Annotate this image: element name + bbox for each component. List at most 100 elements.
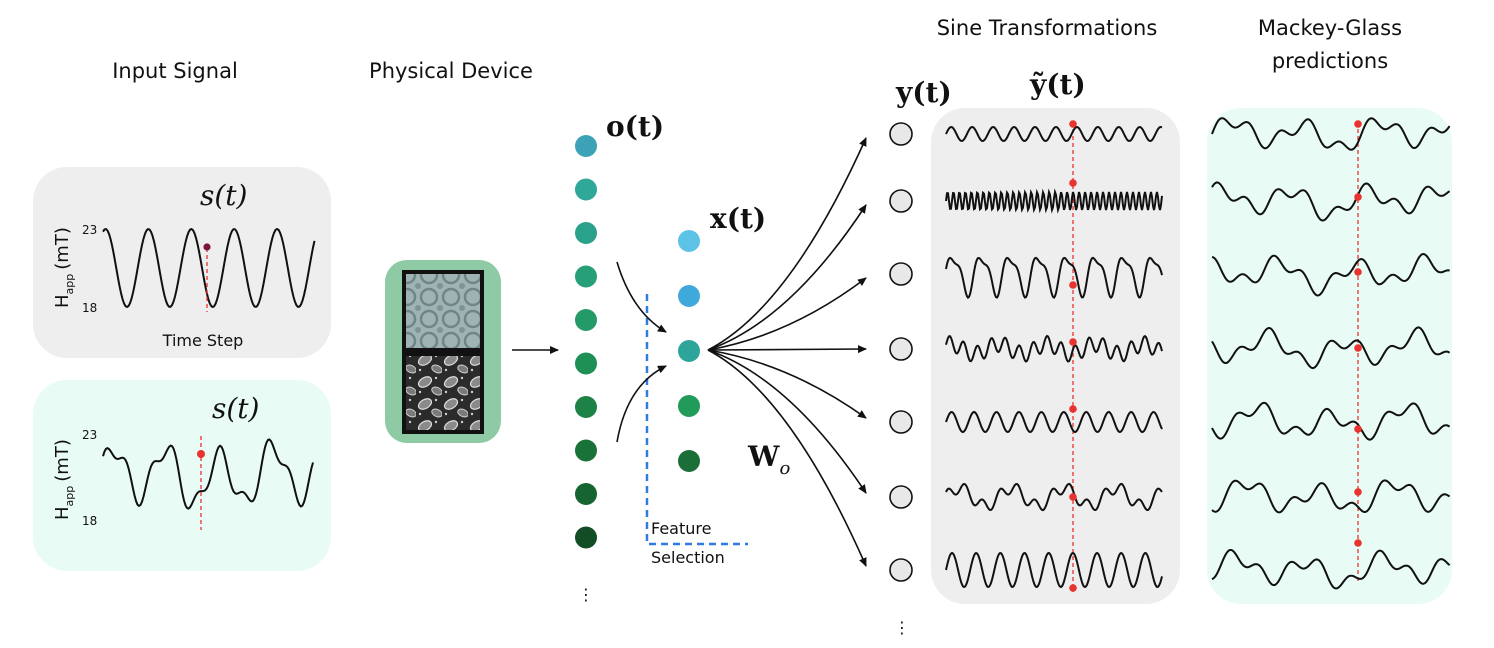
sine-sample-dot (1069, 179, 1077, 187)
readout-arrow (707, 349, 867, 494)
sine-sample-dot (1069, 120, 1077, 128)
target-node (889, 262, 913, 286)
output-node (575, 265, 597, 288)
mackey-glass-sample-dot (1354, 539, 1362, 547)
svg-text:Happ(mT): Happ(mT) (52, 227, 76, 308)
selected-feature-node (678, 395, 700, 417)
input-panel-bottom: s(t) 23 18 Happ(mT) (33, 380, 331, 571)
sine-sample-dot (1069, 281, 1077, 289)
readout-weight-arrows (707, 137, 867, 567)
readout-arrow (707, 204, 867, 351)
output-node (575, 135, 597, 157)
sine-trace (945, 256, 1163, 300)
input-signal-trace-bottom (102, 438, 314, 510)
mackey-glass-sample-dot (1354, 120, 1362, 128)
readout-arrow (707, 277, 867, 351)
selected-feature-node (678, 340, 700, 362)
target-nodes-column (889, 122, 913, 582)
input-panel-bottom-bg (33, 380, 331, 571)
selected-feature-node (678, 285, 700, 307)
header-mackey-glass-line1: Mackey-Glass (1258, 16, 1402, 40)
output-node (575, 309, 597, 331)
x-axis-label-top: Time Step (162, 331, 244, 350)
current-sample-dot-top (203, 243, 211, 251)
input-panel-top: s(t) 23 18 Happ(mT) Time Step (33, 167, 331, 358)
selected-feature-nodes-column (678, 230, 700, 472)
readout-arrow (707, 137, 867, 351)
signal-label-bottom: s(t) (212, 392, 259, 425)
sine-trace (945, 125, 1163, 143)
svg-text:Happ(mT): Happ(mT) (52, 439, 76, 520)
header-mackey-glass-line2: predictions (1272, 49, 1388, 73)
select-arrow-upper (616, 261, 667, 333)
sine-trace (945, 410, 1163, 434)
mackey-glass-traces (1211, 117, 1451, 590)
mackey-glass-trace (1211, 326, 1451, 370)
output-node (575, 178, 597, 201)
weight-label: Wo (747, 440, 790, 479)
mackey-glass-trace (1211, 252, 1450, 297)
sine-trace (945, 334, 1163, 363)
o-label: o(t) (606, 110, 664, 143)
sine-sample-dot (1069, 405, 1077, 413)
output-nodes-column (575, 135, 597, 549)
target-node (889, 122, 913, 146)
sine-trace (945, 482, 1163, 512)
y-max-tick-bottom: 23 (82, 428, 97, 442)
readout-arrow (707, 349, 867, 419)
target-node (889, 337, 913, 361)
sine-trace (945, 188, 1163, 214)
signal-label-top: s(t) (200, 179, 247, 212)
header-sine-transformations: Sine Transformations (937, 16, 1158, 40)
readout-arrow (707, 345, 867, 354)
mackey-glass-trace (1211, 401, 1451, 441)
selected-feature-node (678, 230, 700, 252)
header-input-signal: Input Signal (112, 59, 238, 83)
sine-sample-dot (1069, 493, 1077, 501)
sine-sample-dot (1069, 584, 1077, 592)
feature-selection-line2: Selection (651, 548, 725, 567)
feature-selection-bracket (645, 294, 748, 546)
mackey-glass-sample-dot (1354, 488, 1362, 496)
output-node (575, 526, 597, 549)
y-min-tick-bottom: 18 (82, 514, 97, 528)
mackey-glass-sample-dot (1354, 425, 1362, 433)
output-node (575, 483, 597, 505)
target-nodes-ellipsis: ⋮ (894, 618, 910, 637)
readout-arrow (707, 349, 867, 567)
sine-trace (945, 551, 1163, 589)
header-physical-device: Physical Device (369, 59, 533, 83)
mackey-glass-trace (1211, 479, 1451, 514)
microscopy-square-lattice-icon (402, 270, 484, 352)
output-node (575, 439, 597, 462)
target-node (889, 189, 913, 213)
y-max-tick-top: 23 (82, 223, 97, 237)
sine-transformations-panel (931, 108, 1180, 604)
output-nodes-ellipsis: ⋮ (578, 585, 594, 604)
y-tilde-label: ỹ(t) (1029, 68, 1086, 101)
current-sample-dot-bottom (197, 450, 205, 458)
physical-device (385, 260, 501, 443)
sine-sample-dot (1069, 338, 1077, 346)
target-node (889, 558, 913, 582)
y-axis-label-bottom: Happ(mT) (52, 439, 76, 520)
sine-traces (945, 120, 1163, 592)
selected-feature-node (678, 450, 700, 472)
output-node (575, 396, 597, 418)
feature-selection-line1: Feature (651, 519, 711, 538)
y-min-tick-top: 18 (82, 301, 97, 315)
mackey-glass-trace (1211, 181, 1451, 222)
target-node (889, 410, 913, 434)
output-node (575, 352, 597, 375)
microscopy-elliptical-grains-icon (402, 352, 484, 434)
select-arrow-lower (616, 365, 667, 443)
mackey-glass-trace (1211, 549, 1451, 590)
mackey-glass-sample-dot (1354, 344, 1362, 352)
target-node (889, 485, 913, 509)
y-axis-label-top: Happ(mT) (52, 227, 76, 308)
mackey-glass-sample-dot (1354, 193, 1362, 201)
mackey-glass-trace (1211, 117, 1451, 151)
input-signal-trace-top (102, 227, 316, 309)
